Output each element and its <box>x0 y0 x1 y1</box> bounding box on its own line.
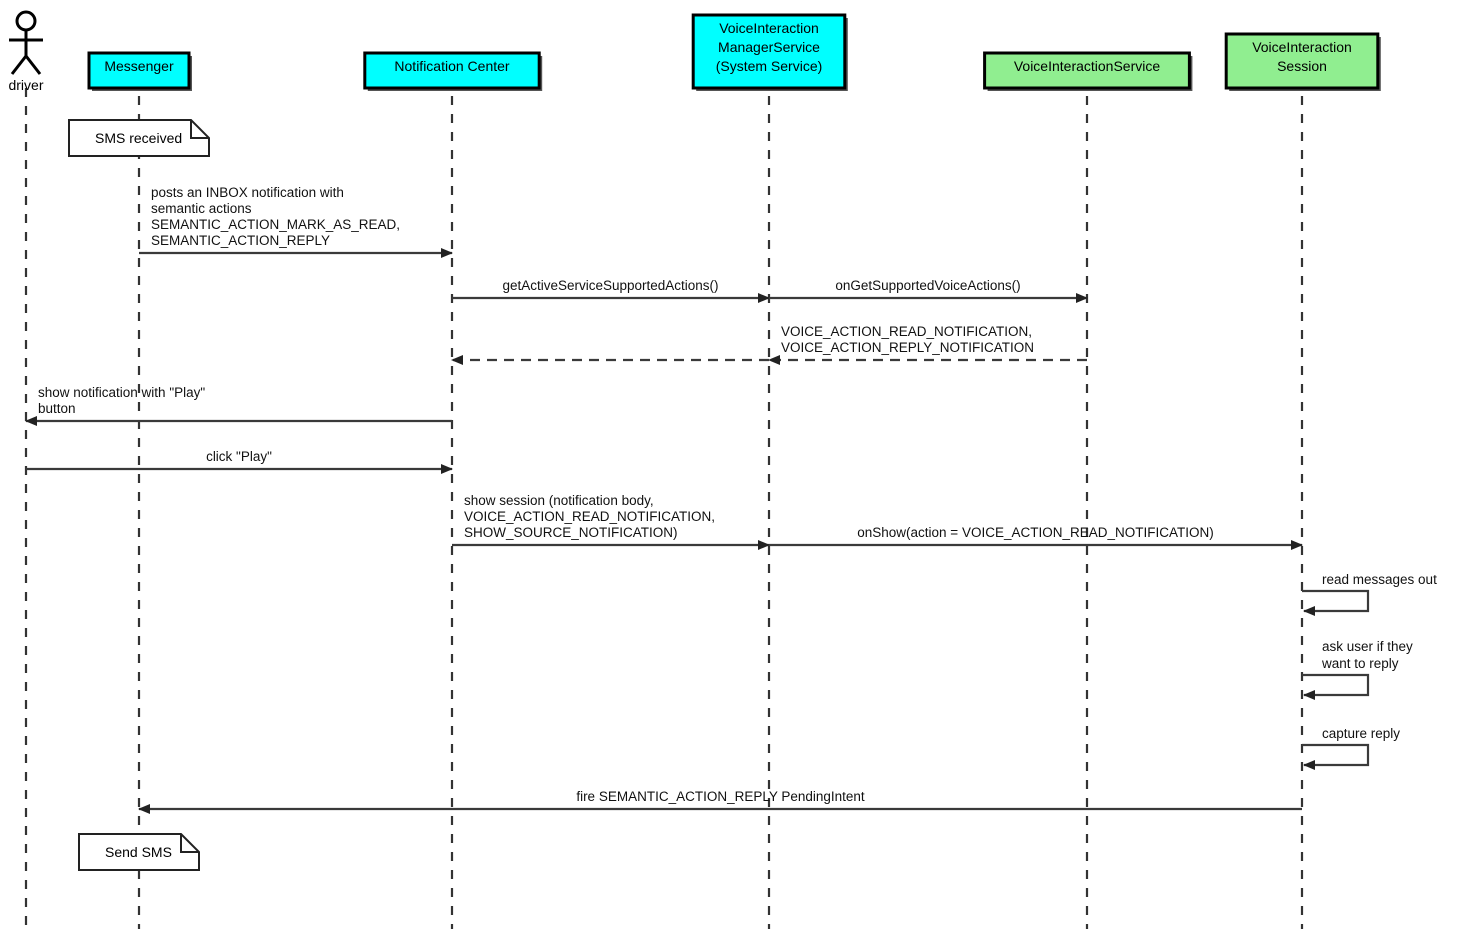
participant-boxes-layer: Messenger Notification Center VoiceInterac… <box>87 13 1381 91</box>
actor-layer: driver <box>8 10 44 93</box>
self-ask-user-reply: ask user if they want to reply <box>1302 639 1413 700</box>
message-label: SHOW_SOURCE_NOTIFICATION) <box>464 525 678 540</box>
self-message-label: want to reply <box>1321 656 1399 671</box>
participant-label-session: VoiceInteraction <box>1252 39 1352 55</box>
msg-on-get-supported-voice-actions: onGetSupportedVoiceActions() <box>769 278 1088 303</box>
note-label: Send SMS <box>105 844 172 860</box>
self-message-label: ask user if they <box>1322 639 1413 654</box>
msg-show-session: show session (notification body,VOICE_AC… <box>452 493 770 550</box>
note-sms-received: SMS received <box>68 119 210 157</box>
participant-label-messenger: Messenger <box>104 58 174 74</box>
participant-box-notification-center[interactable]: Notification Center <box>363 51 543 91</box>
message-label: button <box>38 401 76 416</box>
participant-label-notification-center: Notification Center <box>394 58 510 74</box>
actor-label: driver <box>8 77 43 93</box>
message-label: click "Play" <box>206 449 272 464</box>
lifelines-layer <box>24 88 1304 929</box>
note-send-sms: Send SMS <box>78 833 200 871</box>
participant-label-vims: (System Service) <box>716 58 823 74</box>
participant-label-vims: ManagerService <box>718 39 820 55</box>
participant-label-vis: VoiceInteractionService <box>1014 58 1161 74</box>
msg-post-notification: posts an INBOX notification withsemantic… <box>139 185 453 258</box>
participant-label-session: Session <box>1277 58 1327 74</box>
participant-label-vims: VoiceInteraction <box>719 20 819 36</box>
message-label: onShow(action = VOICE_ACTION_READ_NOTIFI… <box>857 525 1213 540</box>
msg-show-notification-play-button: show notification with "Play"button <box>25 385 452 426</box>
message-label: VOICE_ACTION_REPLY_NOTIFICATION <box>781 340 1034 355</box>
message-label: VOICE_ACTION_READ_NOTIFICATION, <box>464 509 715 524</box>
self-message-arrow <box>1302 673 1370 700</box>
stick-figure-actor-icon <box>15 10 37 32</box>
self-capture-reply: capture reply <box>1302 726 1400 770</box>
message-label: fire SEMANTIC_ACTION_REPLY PendingIntent <box>576 789 865 804</box>
self-message-label: read messages out <box>1322 572 1437 587</box>
participant-box-messenger[interactable]: Messenger <box>87 51 192 91</box>
message-label: getActiveServiceSupportedActions() <box>502 278 718 293</box>
self-messages-layer: read messages out ask user if they want to… <box>1302 572 1437 770</box>
participant-box-vis[interactable]: VoiceInteractionService <box>983 51 1193 91</box>
self-message-arrow <box>1302 743 1370 770</box>
message-label: semantic actions <box>151 201 252 216</box>
actor-driver: driver <box>8 10 44 93</box>
self-message-label: capture reply <box>1322 726 1400 741</box>
message-label: SEMANTIC_ACTION_MARK_AS_READ, <box>151 217 400 232</box>
message-label: show notification with "Play" <box>38 385 205 400</box>
message-label: VOICE_ACTION_READ_NOTIFICATION, <box>781 324 1032 339</box>
message-label: show session (notification body, <box>464 493 654 508</box>
msg-get-active-service-supported-actions: getActiveServiceSupportedActions() <box>452 278 770 303</box>
message-label: SEMANTIC_ACTION_REPLY <box>151 233 330 248</box>
message-label: onGetSupportedVoiceActions() <box>835 278 1020 293</box>
msg-return-voice-actions-to-vims: VOICE_ACTION_READ_NOTIFICATION,VOICE_ACT… <box>768 324 1087 365</box>
msg-fire-pending-intent: fire SEMANTIC_ACTION_REPLY PendingIntent <box>138 789 1302 814</box>
self-message-arrow <box>1302 589 1370 616</box>
msg-click-play: click "Play" <box>26 449 453 474</box>
messages-layer: posts an INBOX notification withsemantic… <box>25 185 1303 814</box>
message-label: posts an INBOX notification with <box>151 185 344 200</box>
note-label: SMS received <box>95 130 182 146</box>
self-read-messages-out: read messages out <box>1302 572 1437 616</box>
msg-on-show: onShow(action = VOICE_ACTION_READ_NOTIFI… <box>769 525 1303 550</box>
